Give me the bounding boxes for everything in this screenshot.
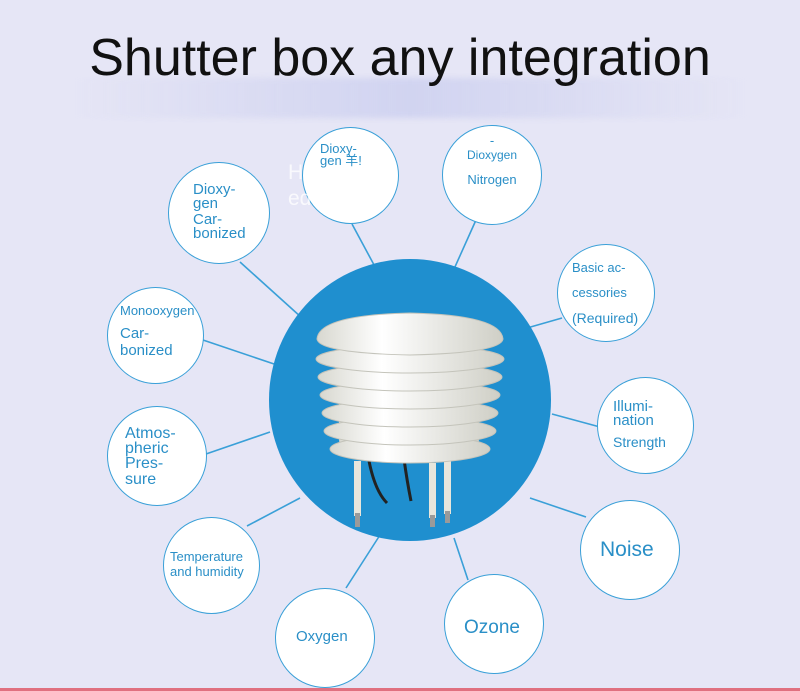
basic-accessories-bubble	[557, 244, 655, 342]
illumination-strength-bubble	[597, 377, 694, 474]
noise-bubble	[580, 500, 680, 600]
ozone-label: Ozone	[464, 617, 520, 638]
temperature-humidity-bubble	[163, 517, 260, 614]
temperature-humidity-label: Temperature and humidity	[170, 549, 244, 579]
faint-overlay-text: Human- ed sulfu	[288, 161, 363, 211]
monooxygen-carbonized-label: Monooxygen Car- bonized	[120, 303, 195, 360]
shutter-box-sensor-image	[315, 312, 505, 527]
dioxygen-bubble	[302, 127, 399, 224]
dioxygen-carbonized-bubble	[168, 162, 270, 264]
atmospheric-pressure-label: Atmos- pheric Pres- sure	[125, 425, 176, 488]
illumination-strength-label: Illumi- nation Strength	[613, 398, 666, 450]
oxygen-label: Oxygen	[296, 628, 348, 645]
ozone-bubble	[444, 574, 544, 674]
bottom-border	[0, 688, 800, 691]
dioxygen-carbonized-label: Dioxy- gen Car- bonized	[193, 181, 246, 243]
atmospheric-pressure-bubble	[107, 406, 207, 506]
dioxygen-nitrogen-label: - Dioxygen Nitrogen	[466, 133, 518, 188]
dioxygen-label: Dioxy- gen 羊!	[320, 141, 362, 169]
page-title: Shutter box any integration	[89, 29, 711, 87]
oxygen-bubble	[275, 588, 375, 688]
noise-label: Noise	[600, 538, 654, 561]
title-reflection	[70, 78, 750, 118]
monooxygen-carbonized-bubble	[107, 287, 204, 384]
dioxygen-nitrogen-bubble	[442, 125, 542, 225]
basic-accessories-label: Basic ac- cessories (Required)	[572, 260, 639, 327]
